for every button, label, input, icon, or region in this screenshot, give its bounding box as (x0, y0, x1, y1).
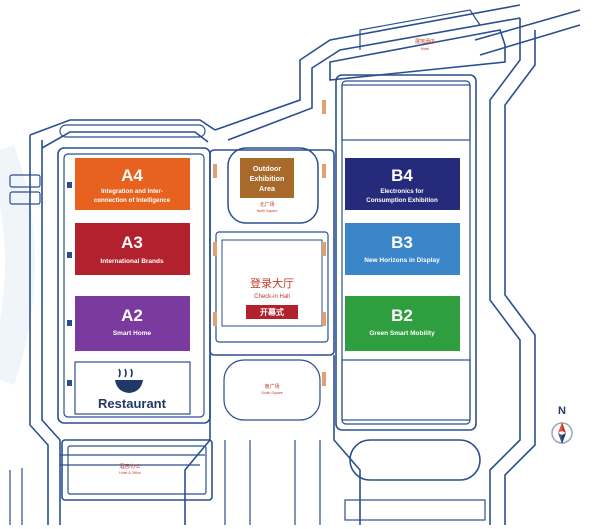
hall-a3-code: A3 (121, 233, 143, 252)
hall-b4-line1: Electronics for (380, 188, 424, 195)
hotel-office-en: Hotel & Office (119, 471, 141, 475)
hall-a3[interactable]: A3 International Brands (75, 223, 190, 275)
outdoor-line3: Area (259, 184, 276, 193)
outdoor-line2: Exhibition (250, 174, 285, 183)
hall-b4-code: B4 (391, 166, 413, 185)
compass-icon: N (551, 405, 573, 444)
hall-b3-code: B3 (391, 233, 413, 252)
hall-a2[interactable]: A2 Smart Home (75, 296, 190, 351)
bottom-right-parking (344, 499, 486, 521)
road-network (9, 4, 581, 525)
bottom-right-annex (349, 439, 481, 481)
hall-b3[interactable]: B3 New Horizons in Display (345, 223, 460, 275)
north-square-cn: 北广场 (259, 201, 274, 208)
south-square-cn: 南广场 (264, 383, 279, 390)
hall-b3-line1: New Horizons in Display (364, 257, 440, 264)
checkin-en: Check-in Hall (254, 294, 290, 300)
hotel-office-building: 酒店/办公 Hotel & Office (61, 439, 213, 501)
bowl-icon (115, 368, 143, 393)
center-spine (184, 149, 361, 525)
compass-north-label: N (558, 405, 566, 417)
hall-a4-line2: connection of Intelligence (94, 197, 171, 204)
outdoor-line1: Outdoor (253, 164, 282, 173)
hall-b2-line1: Green Smart Mobility (369, 330, 435, 337)
hotel-top-en: Hotel (421, 47, 429, 51)
hall-b4-line2: Consumption Exhibition (366, 197, 438, 204)
checkin-cn: 登录大厅 (250, 276, 294, 290)
right-pavilion-frame (335, 74, 477, 431)
restaurant-area[interactable]: Restaurant (74, 361, 191, 415)
north-square-en: North Square (257, 209, 278, 213)
opening-ceremony-badge[interactable] (246, 305, 298, 319)
hall-b2[interactable]: B2 Green Smart Mobility (345, 296, 460, 351)
outdoor-exhibition-area[interactable]: Outdoor Exhibition Area 北广场 North Square (227, 147, 319, 224)
hotel-office-cn: 酒店/办公 (119, 463, 140, 470)
background-swoosh (0, 144, 35, 385)
hall-a3-line1: International Brands (100, 258, 164, 265)
hall-a2-code: A2 (121, 306, 143, 325)
hall-b4[interactable]: B4 Electronics for Consumption Exhibitio… (345, 158, 460, 210)
checkin-hall[interactable]: 登录大厅 Check-in Hall 开幕式 (221, 239, 323, 327)
hall-b2-code: B2 (391, 306, 413, 325)
hotel-top-cn: 展馆酒店 (415, 38, 435, 45)
hall-a4-code: A4 (121, 166, 143, 185)
hall-a4[interactable]: A4 Integration and Inter- connection of … (75, 158, 190, 210)
hall-a4-line1: Integration and Inter- (101, 188, 163, 195)
entrance-markers (67, 100, 326, 386)
hall-a2-line1: Smart Home (113, 330, 152, 337)
south-square: 南广场 South Square (261, 383, 282, 395)
south-square-en: South Square (261, 391, 282, 395)
hotel-top-building: 展馆酒店 Hotel (329, 9, 506, 81)
restaurant-label: Restaurant (98, 396, 167, 411)
opening-ceremony-label: 开幕式 (260, 307, 284, 317)
